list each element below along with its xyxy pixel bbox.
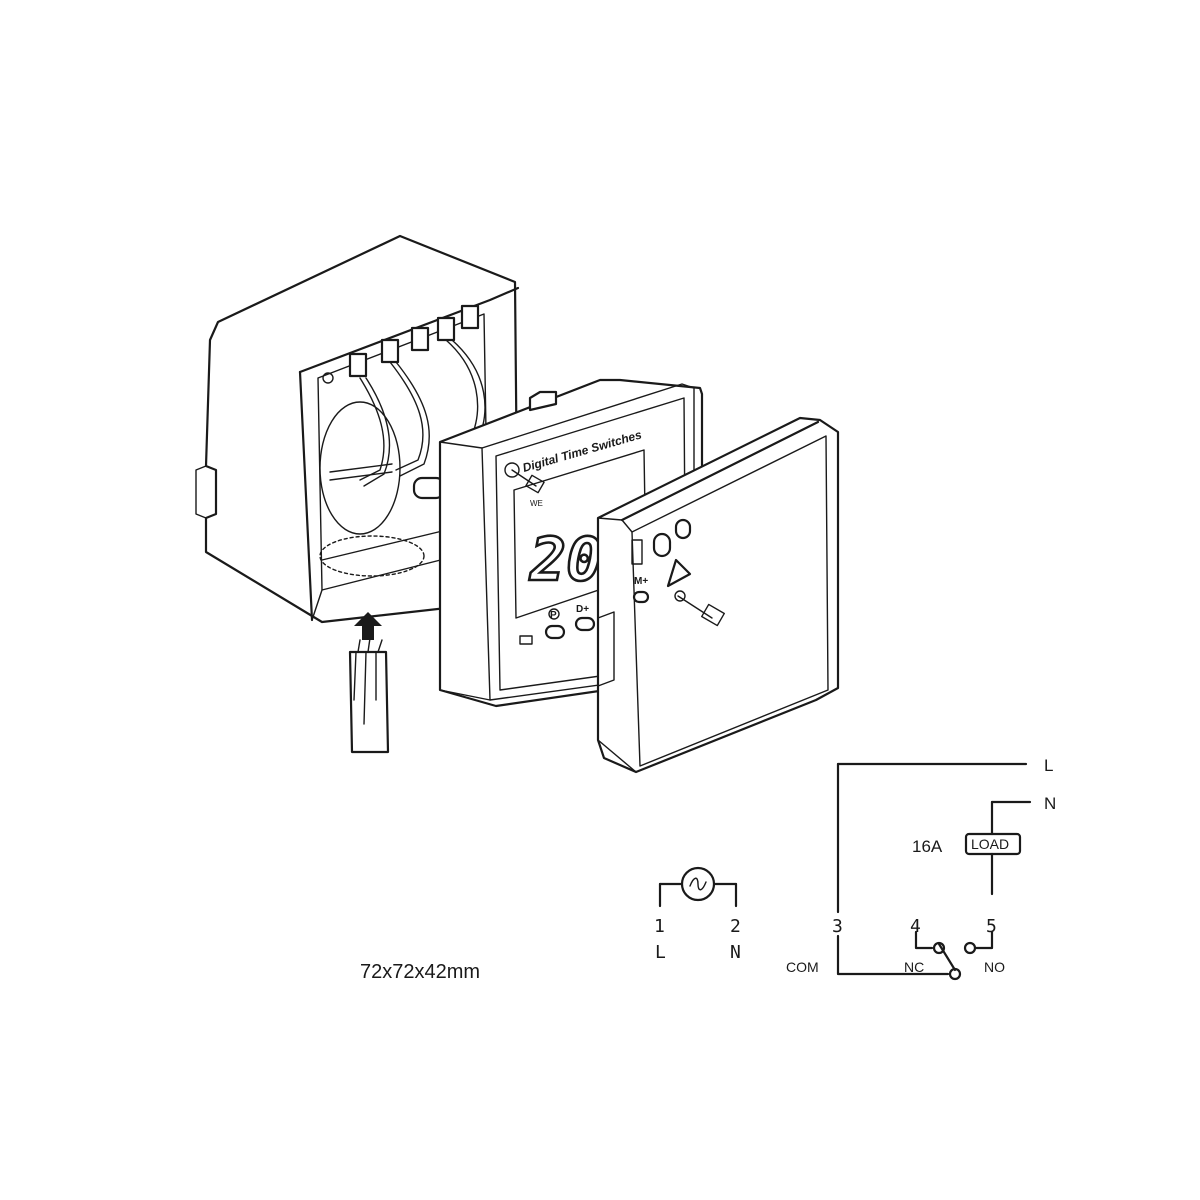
line-l-label: L	[1044, 756, 1053, 775]
power-supply-circuit	[658, 866, 738, 908]
dimensions-label: 72x72x42mm	[360, 961, 480, 983]
terminal-2-label: N	[730, 942, 741, 963]
terminal-2-number: 2	[730, 916, 741, 937]
terminal-3-label: COM	[786, 959, 819, 975]
front-cover	[596, 416, 840, 774]
relay-switch-contact	[937, 942, 957, 972]
line-n-label: N	[1044, 794, 1056, 813]
load-label: LOAD	[971, 836, 1009, 852]
terminal-5-number: 5	[986, 916, 997, 937]
week-label: WE	[530, 499, 543, 508]
terminal-1-label: L	[655, 942, 666, 963]
relay-circuit	[836, 762, 1032, 981]
button-label-m: M+	[634, 576, 648, 587]
cable	[348, 637, 390, 754]
terminal-3-number: 3	[832, 916, 843, 937]
terminal-4-number: 4	[910, 916, 921, 937]
load-rating: 16A	[912, 837, 943, 856]
terminal-4-label: NC	[904, 959, 924, 975]
insert-arrow-icon	[354, 612, 382, 640]
terminal-1-number: 1	[654, 916, 665, 937]
button-label-d: D+	[576, 604, 589, 615]
button-label-p: P	[550, 610, 557, 621]
terminal-5-label: NO	[984, 959, 1005, 975]
